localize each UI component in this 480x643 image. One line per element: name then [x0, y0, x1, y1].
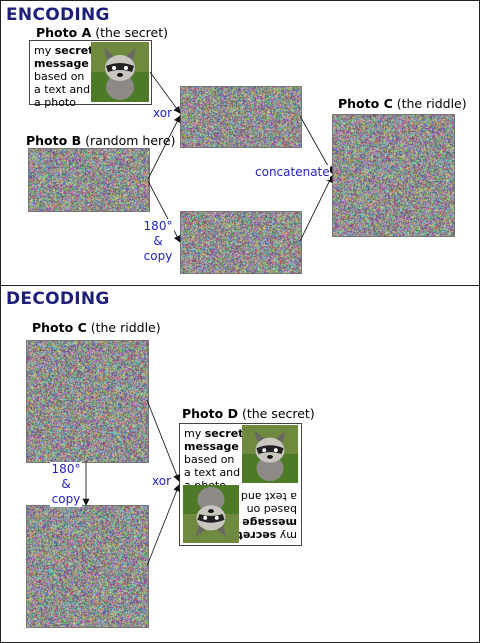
arrow-xor-to-c [299, 115, 333, 174]
decode-photo-c-name: Photo C [32, 320, 87, 335]
rotate-copy-label: 180° & copy [142, 219, 174, 264]
decoding-title: DECODING [6, 289, 110, 309]
concatenate-label: concatenate [255, 165, 330, 180]
photo-d-card: my secret message based on a text and a … [179, 423, 302, 546]
decoded-racoon-photo [241, 425, 299, 483]
decode-rotate-copy-label: 180° & copy [50, 462, 82, 507]
photo-d-caption: Photo D (the secret) [182, 406, 315, 421]
photo-b-name: Photo B [26, 133, 82, 148]
photo-a-caption: Photo A (the secret) [36, 25, 168, 40]
arrow-b-to-rotate [147, 180, 181, 243]
photo-c-name: Photo C [338, 96, 393, 111]
photo-d-name: Photo D [182, 406, 238, 421]
arrow-rotate-to-c [299, 175, 333, 242]
arrow-a-to-xor [149, 71, 181, 114]
rotated-copy-noise [180, 211, 302, 274]
arrow-c-to-d [146, 399, 181, 482]
photo-a-desc: (the secret) [95, 25, 169, 40]
arrow-b-to-xor [147, 115, 181, 180]
encoding-title: ENCODING [6, 5, 110, 25]
decode-photo-c-desc: (the riddle) [90, 320, 161, 335]
rotated-copy: my secret message based on a text and [180, 484, 301, 546]
decode-rotated-noise [26, 505, 149, 628]
photo-b-noise [28, 148, 150, 212]
decode-xor-label: xor [152, 474, 172, 489]
xor-label: xor [153, 106, 173, 121]
photo-a-name: Photo A [36, 25, 92, 40]
racoon-photo [91, 42, 149, 102]
decode-photo-c-noise [26, 340, 149, 463]
decode-photo-c-caption: Photo C (the riddle) [32, 320, 161, 335]
photo-c-noise [332, 114, 455, 237]
photo-c-caption: Photo C (the riddle) [338, 96, 467, 111]
arrow-rotated-to-d [146, 484, 181, 567]
photo-d-desc: (the secret) [241, 406, 315, 421]
xor-result-noise [180, 86, 302, 148]
photo-c-desc: (the riddle) [396, 96, 467, 111]
photo-a-card: my secret message based on a text and a … [29, 40, 152, 109]
rotated-racoon-photo [182, 485, 240, 543]
photo-b-desc: (random here) [85, 133, 176, 148]
secret-message-text: my secret message based on a text and a … [34, 44, 94, 109]
photo-b-caption: Photo B (random here) [26, 133, 175, 148]
